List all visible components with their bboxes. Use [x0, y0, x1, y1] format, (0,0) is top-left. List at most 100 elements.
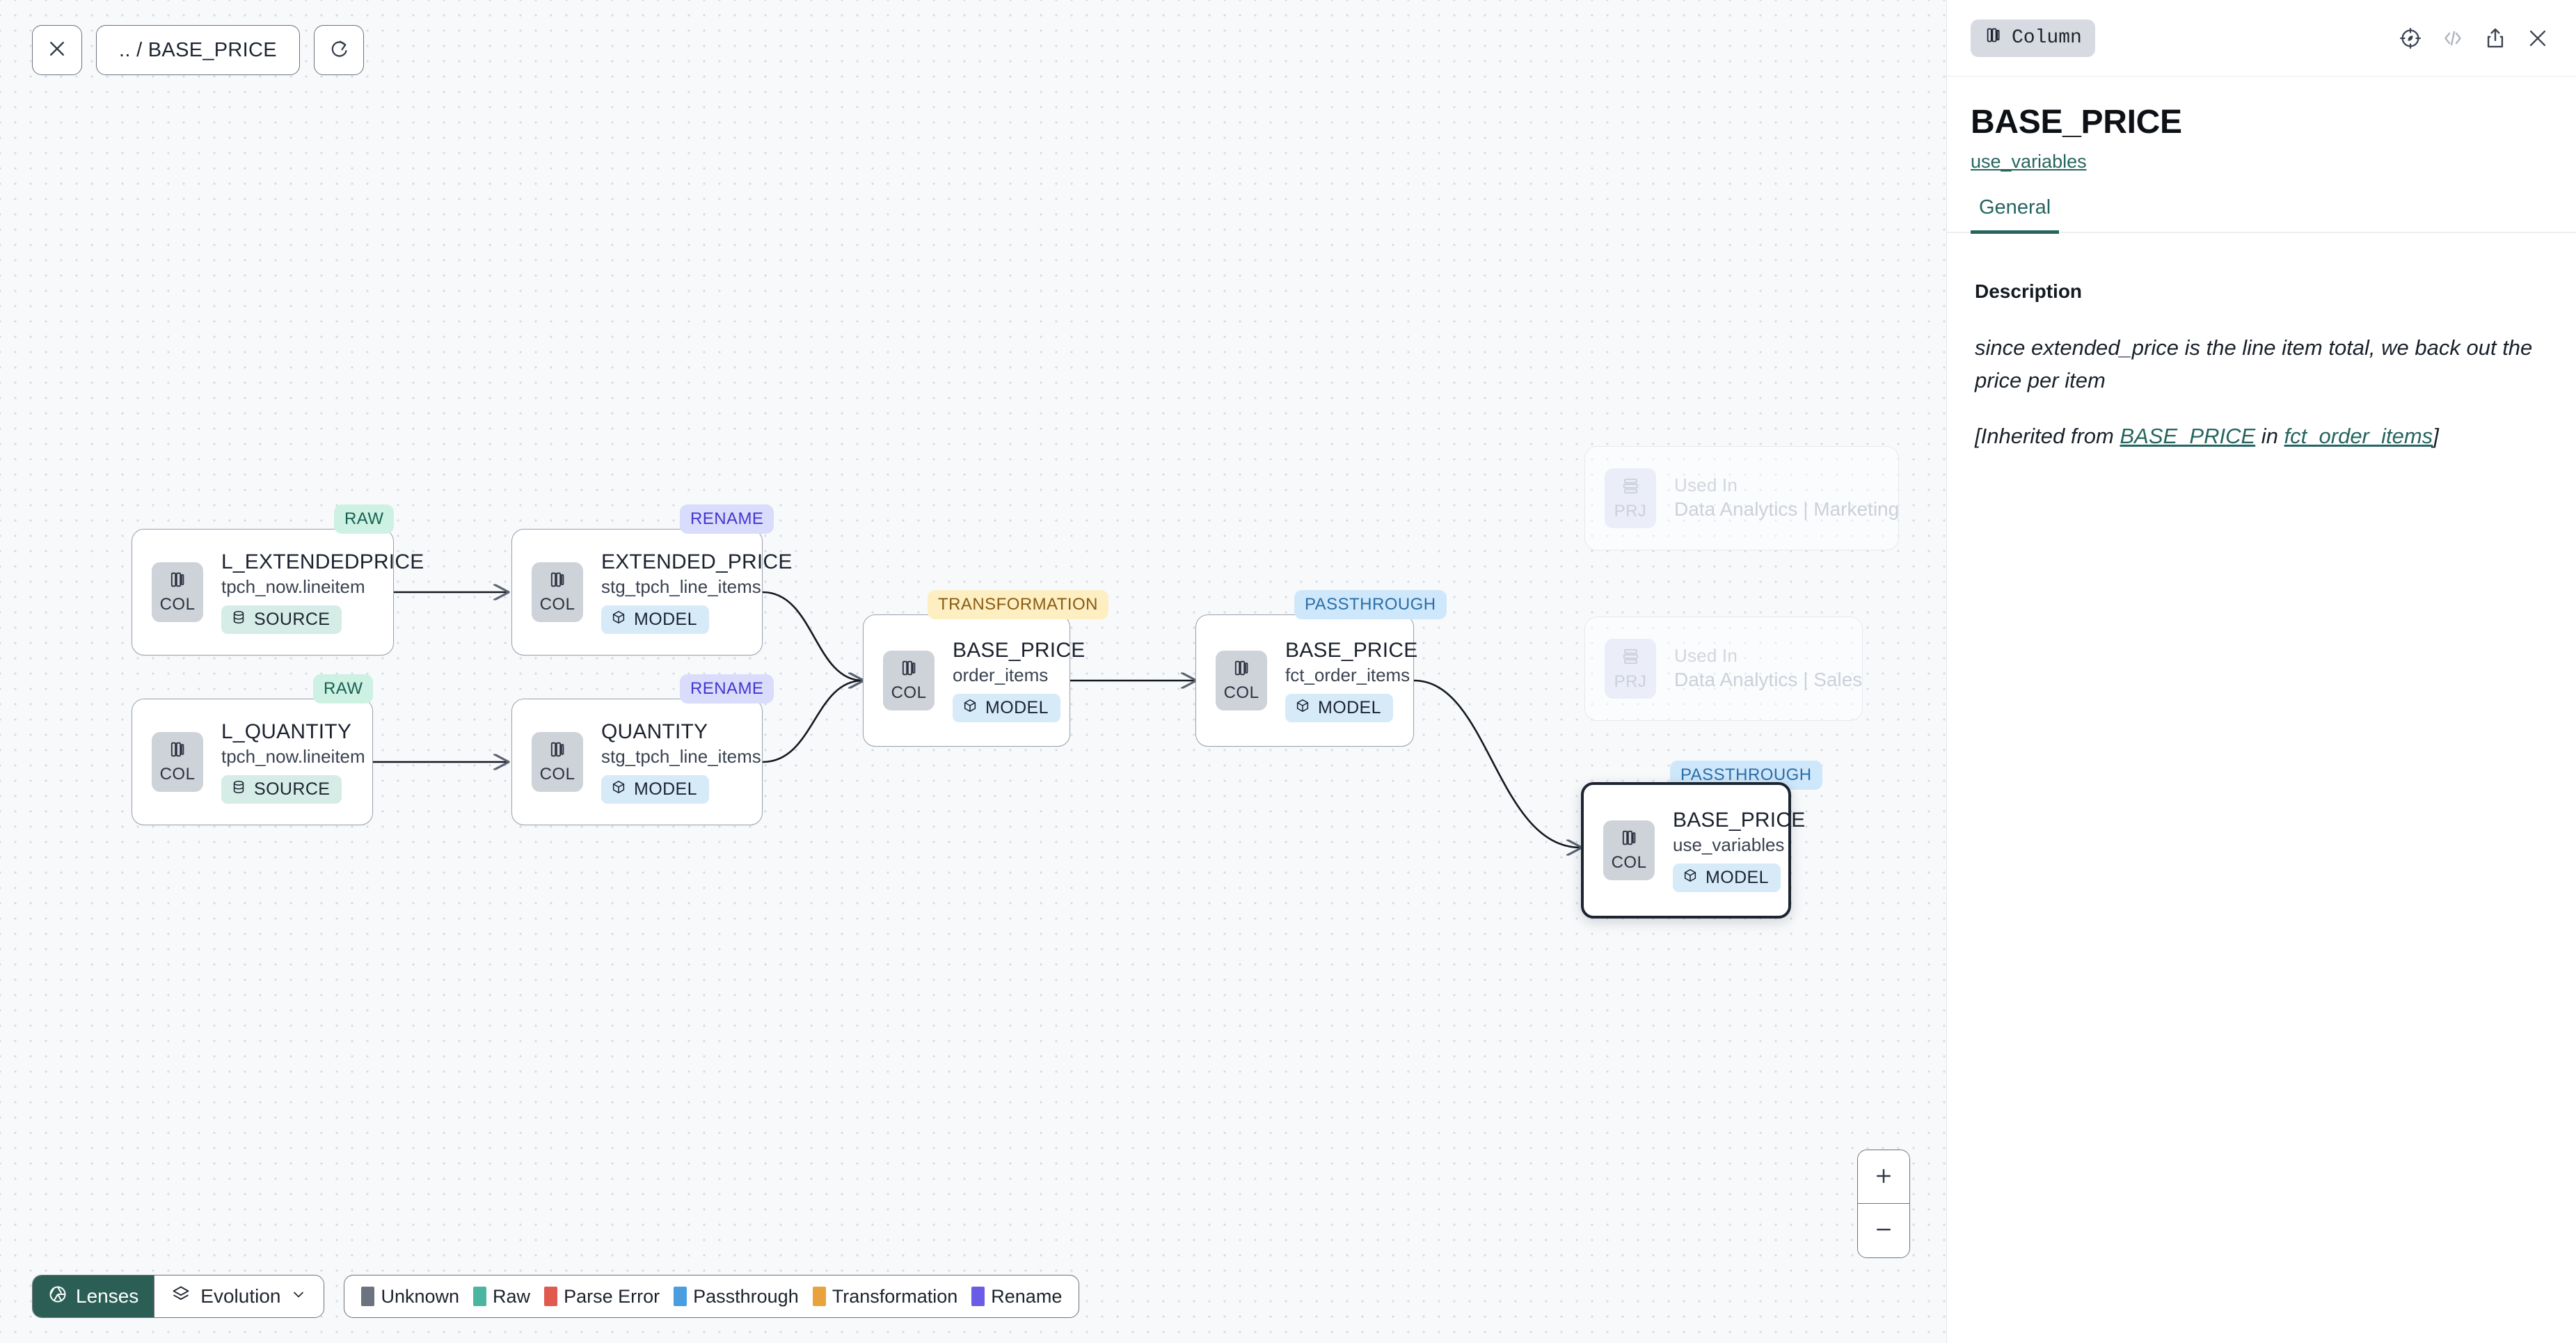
legend-item-unknown[interactable]: Unknown — [361, 1286, 459, 1308]
panel-title: BASE_PRICE — [1971, 104, 2182, 141]
inherited-mid: in — [2255, 424, 2284, 448]
refresh-button[interactable] — [313, 25, 364, 75]
layers-icon — [171, 1285, 191, 1309]
column-kind-chip: COL — [883, 651, 935, 710]
zoom-out-button[interactable] — [1858, 1204, 1909, 1257]
node-title: QUANTITY — [601, 720, 708, 744]
legend-item-parse-error[interactable]: Parse Error — [544, 1286, 660, 1308]
canvas-toolbar: .. / BASE_PRICE — [32, 25, 364, 75]
project-kind-label: PRJ — [1614, 501, 1647, 520]
node-badge-rename: RENAME — [680, 504, 774, 534]
description-section: Description since extended_price is the … — [1947, 233, 2576, 453]
node-subtitle: tpch_now.lineitem — [221, 745, 365, 767]
used-in-label: Used In — [1674, 475, 1738, 496]
breadcrumb-path-button[interactable]: .. / BASE_PRICE — [96, 25, 300, 75]
panel-model-link[interactable]: use_variables — [1971, 151, 2087, 172]
node-type-tag: MODEL — [601, 605, 709, 634]
inherited-suffix: ] — [2433, 424, 2439, 448]
lenses-button[interactable]: Lenses — [33, 1276, 154, 1317]
cube-icon — [611, 779, 626, 800]
aperture-icon — [48, 1285, 67, 1309]
legend-swatch — [544, 1287, 558, 1306]
canvas-bottom-bar: Lenses Evolution Unknown Raw Parse Error… — [32, 1275, 1080, 1318]
project-kind-chip: PRJ — [1605, 468, 1656, 528]
panel-tabs: General — [1947, 196, 2576, 234]
node-subtitle: stg_tpch_line_items — [601, 575, 761, 597]
inherited-model-link[interactable]: fct_order_items — [2284, 424, 2433, 448]
node-title: BASE_PRICE — [953, 639, 1086, 662]
column-kind-label: COL — [159, 765, 196, 784]
minus-icon — [1873, 1219, 1894, 1242]
legend-label: Passthrough — [693, 1285, 799, 1307]
column-icon — [168, 740, 187, 763]
column-icon — [1984, 26, 2003, 51]
details-panel: Column BASE_PRICE use_variables Gene — [1946, 0, 2576, 1343]
lenses-label: Lenses — [76, 1285, 139, 1307]
panel-header: Column — [1947, 0, 2576, 77]
description-text: since extended_price is the line item to… — [1975, 335, 2533, 392]
lineage-node-base-price-use-variables[interactable]: COL BASE_PRICE use_variables MODEL — [1581, 782, 1805, 919]
legend-item-rename[interactable]: Rename — [971, 1286, 1062, 1308]
column-kind-chip: COL — [532, 732, 583, 792]
node-type-tag: MODEL — [1285, 693, 1393, 722]
inherited-prefix: [Inherited from — [1975, 424, 2120, 448]
node-badge-passthrough: PASSTHROUGH — [1294, 590, 1447, 619]
node-badge-raw: RAW — [334, 504, 395, 534]
cube-icon — [1295, 698, 1310, 718]
node-subtitle: fct_order_items — [1285, 664, 1410, 685]
node-type-tag: MODEL — [953, 693, 1060, 722]
panel-actions — [2399, 26, 2550, 50]
entity-type-pill[interactable]: Column — [1971, 19, 2095, 57]
used-in-project-node[interactable]: PRJ Used In Data Analytics | Marketing — [1584, 446, 1899, 550]
legend-label: Unknown — [381, 1285, 460, 1307]
lenses-group: Lenses Evolution — [32, 1275, 325, 1318]
legend-label: Raw — [493, 1285, 531, 1307]
node-subtitle: stg_tpch_line_items — [601, 745, 761, 767]
close-graph-button[interactable] — [32, 25, 82, 75]
node-subtitle: tpch_now.lineitem — [221, 575, 365, 597]
lineage-canvas[interactable]: .. / BASE_PRICE — [0, 0, 1946, 1343]
tab-general[interactable]: General — [1971, 196, 2060, 234]
lineage-node-l-quantity[interactable]: COL L_QUANTITY tpch_now.lineitem SOURCE — [132, 699, 373, 825]
close-icon[interactable] — [2526, 26, 2550, 50]
evolution-label: Evolution — [200, 1285, 281, 1307]
database-icon — [231, 779, 246, 800]
column-kind-label: COL — [891, 683, 927, 702]
column-icon — [548, 570, 567, 593]
project-icon — [1621, 646, 1641, 670]
share-icon[interactable] — [2483, 26, 2507, 50]
node-tag-label: MODEL — [634, 609, 697, 629]
project-kind-label: PRJ — [1614, 672, 1647, 691]
column-kind-label: COL — [539, 765, 575, 784]
column-icon — [548, 740, 567, 763]
used-in-project-node[interactable]: PRJ Used In Data Analytics | Sales — [1584, 617, 1863, 721]
lineage-node-base-price-order-items[interactable]: COL BASE_PRICE order_items MODEL — [863, 614, 1085, 747]
breadcrumb-label: .. / BASE_PRICE — [119, 38, 277, 61]
legend-label: Transformation — [832, 1285, 958, 1307]
code-icon[interactable] — [2441, 26, 2465, 50]
legend-item-raw[interactable]: Raw — [473, 1286, 530, 1308]
lineage-node-extended-price[interactable]: COL EXTENDED_PRICE stg_tpch_line_items M… — [511, 529, 792, 655]
lineage-node-l-extendedprice[interactable]: COL L_EXTENDEDPRICE tpch_now.lineitem SO… — [132, 529, 424, 655]
column-kind-chip: COL — [532, 562, 583, 622]
legend-item-passthrough[interactable]: Passthrough — [674, 1286, 799, 1308]
column-kind-chip: COL — [152, 732, 203, 792]
project-kind-chip: PRJ — [1605, 639, 1656, 699]
cube-icon — [1683, 868, 1698, 888]
zoom-in-button[interactable] — [1858, 1150, 1909, 1204]
cube-icon — [611, 610, 626, 630]
lineage-node-quantity[interactable]: COL QUANTITY stg_tpch_line_items MODEL — [511, 699, 763, 825]
evolution-dropdown[interactable]: Evolution — [154, 1276, 324, 1317]
node-subtitle: use_variables — [1673, 834, 1785, 855]
database-icon — [231, 610, 246, 630]
compass-icon[interactable] — [2399, 26, 2422, 50]
legend-swatch — [361, 1287, 375, 1306]
inherited-column-link[interactable]: BASE_PRICE — [2120, 424, 2256, 448]
lineage-node-base-price-fct-order-items[interactable]: COL BASE_PRICE fct_order_items MODEL — [1195, 614, 1417, 747]
project-name: Data Analytics | Sales — [1674, 669, 1863, 691]
legend-swatch — [971, 1287, 985, 1306]
node-badge-rename: RENAME — [680, 674, 774, 704]
column-kind-label: COL — [1611, 853, 1647, 872]
node-type-tag: MODEL — [601, 774, 709, 804]
legend-item-transformation[interactable]: Transformation — [812, 1285, 958, 1308]
